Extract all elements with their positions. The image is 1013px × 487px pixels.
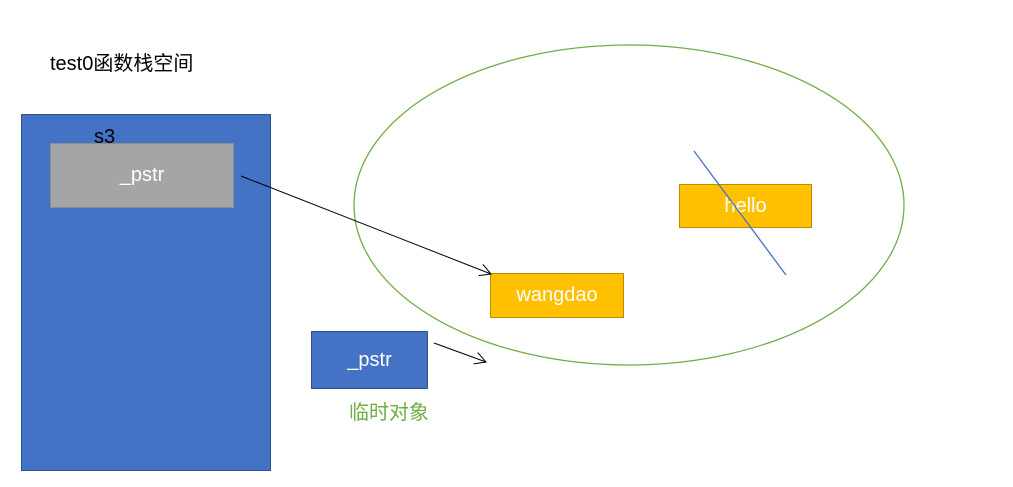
wangdao-string-label: wangdao xyxy=(516,284,598,306)
heap-ellipse xyxy=(353,44,905,366)
temp-pstr-label: _pstr xyxy=(347,348,392,371)
stack-frame-title: test0函数栈空间 xyxy=(50,53,194,75)
temp-pstr-box: _pstr xyxy=(311,331,428,389)
s3-pstr-label: _pstr xyxy=(119,164,165,186)
hello-string-label: hello xyxy=(724,194,767,217)
temp-object-caption: 临时对象 xyxy=(349,402,429,424)
s3-pstr-box: _pstr xyxy=(50,143,234,208)
s3-variable-label: s3 xyxy=(94,126,116,148)
wangdao-string-box: wangdao xyxy=(490,273,624,318)
temp-pointer-arrow xyxy=(433,342,487,365)
hello-string-box: hello xyxy=(679,184,812,228)
s3-pointer-arrow xyxy=(240,175,492,277)
